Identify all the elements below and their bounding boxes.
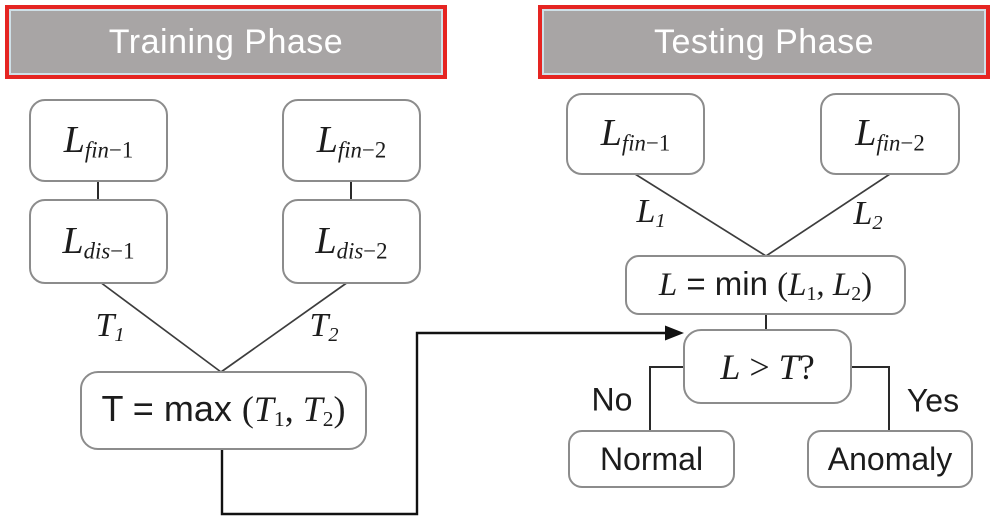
node-lfin2-training: Lfin−2 [282, 99, 421, 182]
node-ldis2-training: Ldis−2 [282, 199, 421, 284]
edge-t2 [220, 281, 349, 373]
edge-l1 [634, 173, 767, 257]
node-label: Ldis−1 [62, 219, 135, 264]
node-label: Ldis−2 [315, 219, 388, 264]
node-label: Anomaly [827, 440, 953, 477]
node-anomaly: Anomaly [807, 430, 973, 488]
node-normal: Normal [568, 430, 735, 488]
node-label: L = min (L1, L2) [658, 264, 873, 305]
node-label: Lfin−2 [316, 118, 387, 163]
branch-label-yes: Yes [907, 383, 959, 420]
edge-label-t2: T2 [309, 307, 338, 347]
edge-label-text: L2 [853, 195, 883, 234]
testing-phase-title: Testing Phase [653, 22, 875, 61]
training-phase-title: Training Phase [108, 22, 344, 61]
edge-threshold-arrow [220, 331, 667, 516]
node-ldis1-training: Ldis−1 [29, 199, 168, 284]
edge-l2 [765, 173, 891, 257]
node-label: Lfin−2 [855, 112, 925, 156]
node-label: L > T? [720, 346, 815, 387]
training-phase-header: Training Phase [5, 5, 447, 79]
edge-label-l1: L1 [636, 193, 665, 233]
node-label: Lfin−1 [600, 112, 671, 156]
node-lfin1-testing: Lfin−1 [566, 93, 705, 175]
edge-label-text: L1 [636, 193, 666, 232]
edge-label-l2: L2 [853, 195, 882, 235]
arrowhead-icon [665, 325, 684, 341]
node-l-min: L = min (L1, L2) [625, 255, 906, 315]
testing-phase-header: Testing Phase [538, 5, 990, 79]
branch-label-text: Yes [906, 382, 960, 419]
edge-yes-branch [851, 366, 890, 431]
node-t-max: T = max (T1, T2) [80, 371, 367, 450]
node-label: Normal [599, 440, 704, 477]
edge-label-text: T1 [95, 307, 125, 346]
branch-label-no: No [592, 382, 633, 419]
node-label: Lfin−1 [63, 118, 134, 163]
edge-t1 [99, 281, 222, 373]
node-lfin1-training: Lfin−1 [29, 99, 168, 182]
node-label: T = max (T1, T2) [101, 388, 346, 432]
branch-label-text: No [591, 381, 633, 418]
edge-label-text: T2 [309, 307, 339, 346]
node-lfin2-testing: Lfin−2 [820, 93, 960, 175]
edge-label-t1: T1 [95, 307, 124, 347]
edge-no-branch [649, 366, 684, 431]
node-decision: L > T? [683, 329, 852, 404]
